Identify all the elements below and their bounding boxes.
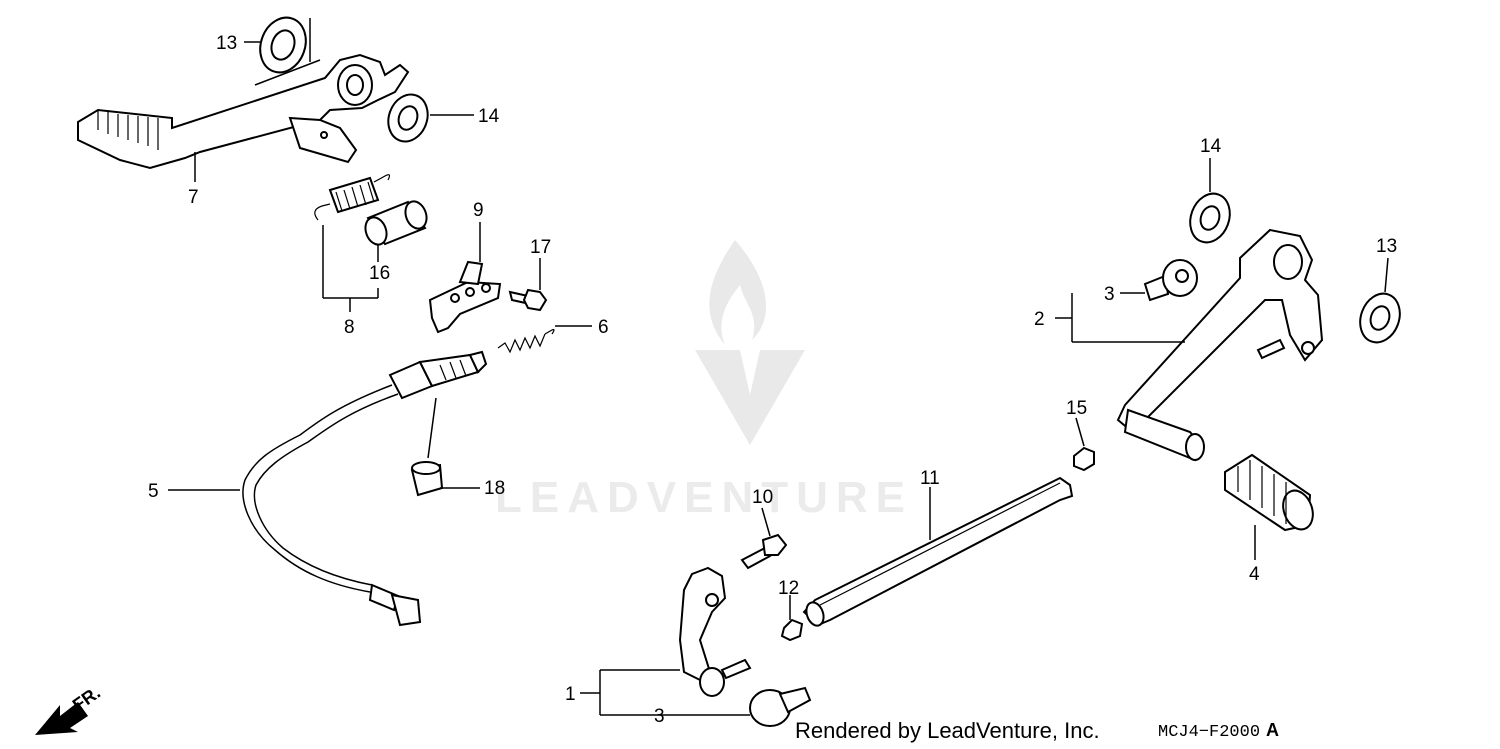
diagram-code: MCJ4−F2000 A [1158,720,1279,742]
callout-2: 2 [1034,309,1045,330]
callout-10: 10 [752,487,773,508]
collar-16 [364,200,428,262]
diagram-code-suffix: A [1266,720,1280,740]
callout-6: 6 [598,317,609,338]
callout-7: 7 [188,187,199,208]
callout-13-right: 13 [1376,236,1397,257]
pivot-3-bottom [749,686,812,727]
callout-15: 15 [1066,398,1087,419]
shift-arm-1 [599,566,752,716]
bolt-17 [508,258,548,312]
callout-13: 13 [216,33,237,54]
callout-1: 1 [565,684,576,705]
bolt-10 [740,507,788,570]
nut-12 [780,595,804,642]
callout-17: 17 [530,237,551,258]
pedal-rubber-4 [1224,453,1314,560]
callout-8: 8 [344,317,355,338]
watermark-text: LEADVENTURE [495,473,913,522]
front-direction-arrow-icon: FR. [35,682,104,735]
brake-pedal-7 [77,53,410,170]
callout-12: 12 [778,578,799,599]
callout-14-right: 14 [1200,136,1222,157]
callout-3: 3 [654,706,665,727]
brake-switch-5 [168,350,488,627]
washer-13-top [254,16,321,86]
callout-16: 16 [369,263,390,284]
callout-3-right: 3 [1104,284,1115,305]
grommet-18 [410,397,480,497]
washer-13-right [1359,257,1401,344]
callout-9: 9 [473,200,484,221]
credit-text: Rendered by LeadVenture, Inc. [795,718,1100,743]
watermark-logo: LEADVENTURE [495,240,913,522]
nut-15 [1073,417,1095,472]
shift-pedal-2 [1055,228,1324,462]
callout-4: 4 [1249,564,1260,585]
callout-14: 14 [478,106,500,127]
spring-8 [314,174,391,312]
callout-5: 5 [148,481,159,502]
shift-rod-11 [802,476,1074,627]
bracket-9 [428,222,502,334]
spring-6 [497,325,592,354]
pivot-3-right [1120,259,1198,302]
washer-14-right [1189,158,1231,244]
callout-11: 11 [920,468,940,489]
diagram-code-main: MCJ4−F2000 [1158,723,1261,742]
callout-18: 18 [484,478,505,499]
washer-14-top [387,93,474,143]
